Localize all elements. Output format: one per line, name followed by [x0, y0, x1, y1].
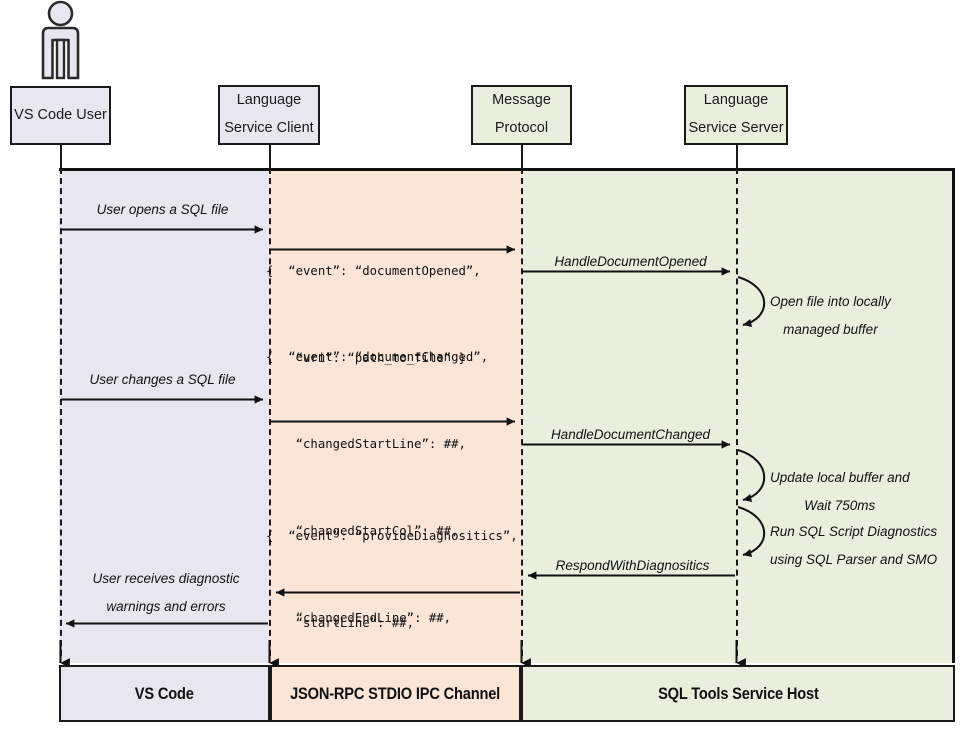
json-line: “startLine”: ##, — [266, 616, 415, 631]
vs-code-user-actor-icon — [41, 0, 80, 80]
participant-label-line2: Service Client — [224, 120, 314, 136]
message-label-line1: User receives diagnostic — [92, 571, 240, 586]
json-payload-document-changed: { “event”: “documentChanged”, “changedSt… — [266, 285, 518, 732]
lifeline-language-service-client — [269, 168, 271, 656]
message-label-respond-with-diagnositics: RespondWithDiagnositics — [555, 558, 710, 573]
json-payload-document-opened: { “event”: “documentOpened”, “uri”: “pat… — [266, 199, 481, 431]
participant-label-line1: Language — [236, 92, 302, 109]
participant-label-line1: VS Code User — [14, 106, 107, 123]
json-line: “changedStartLine”: ##, — [266, 437, 466, 452]
message-label-user-opens-sql-file: User opens a SQL file — [96, 202, 229, 217]
message-label-user-receives-diagnostics: User receives diagnostic warnings and er… — [66, 565, 266, 620]
lifeline-stub-language-service-client — [269, 145, 271, 169]
json-line: { “event”: “documentOpened”, — [266, 264, 481, 279]
participant-box-vs-code-user[interactable]: VS Code User — [10, 86, 111, 145]
self-note-line1: Open file into locally — [770, 294, 891, 309]
band-host — [521, 168, 955, 663]
json-line: { “event”: “provideDiagnositics”, — [266, 529, 518, 544]
band-vscode — [59, 168, 270, 663]
self-note-open-file: Open file into locally managed buffer — [770, 288, 891, 345]
footer-label: VS Code — [135, 683, 194, 703]
json-line: { “event”: “documentChanged”, — [266, 350, 489, 365]
participant-label-line2: Service Server — [688, 120, 784, 136]
message-label-handle-document-changed: HandleDocumentChanged — [550, 427, 711, 442]
lifeline-stub-message-protocol — [521, 145, 523, 169]
participant-label-line2: Protocol — [494, 120, 549, 136]
participant-label-line1: Language — [703, 92, 769, 109]
footer-label: SQL Tools Service Host — [657, 683, 819, 703]
footer-label: JSON-RPC STDIO IPC Channel — [290, 683, 501, 703]
footer-box-sql-tools-service-host[interactable]: SQL Tools Service Host — [521, 665, 955, 722]
self-note-line1: Update local buffer and — [770, 470, 910, 485]
json-line: “changedStartCol”: ##, — [266, 524, 459, 539]
json-line: “changedEndLine”: ##, — [266, 611, 452, 626]
lifeline-stub-vs-code-user — [60, 145, 62, 169]
self-note-line2: Wait 750ms — [804, 498, 876, 514]
lifeline-message-protocol — [521, 168, 523, 656]
message-label-user-changes-sql-file: User changes a SQL file — [89, 372, 236, 387]
participant-box-language-service-server[interactable]: Language Service Server — [684, 85, 788, 145]
participant-box-language-service-client[interactable]: Language Service Client — [218, 85, 320, 145]
self-note-line1: Run SQL Script Diagnostics — [770, 524, 938, 539]
footer-box-json-rpc-stdio-ipc-channel[interactable]: JSON-RPC STDIO IPC Channel — [270, 665, 521, 722]
self-note-update-buffer: Update local buffer and Wait 750ms — [770, 464, 910, 521]
message-label-handle-document-opened: HandleDocumentOpened — [554, 254, 707, 269]
lifeline-language-service-server — [736, 168, 738, 656]
participant-box-message-protocol[interactable]: Message Protocol — [471, 85, 572, 145]
footer-box-vs-code[interactable]: VS Code — [59, 665, 270, 722]
lifeline-stub-language-service-server — [736, 145, 738, 169]
band-ipc — [270, 168, 521, 663]
participant-label-line1: Message — [492, 92, 551, 109]
json-line: “uri”: “path_to_file” } — [266, 351, 466, 366]
self-note-line2: using SQL Parser and SMO — [770, 552, 938, 568]
self-note-line2: managed buffer — [783, 322, 878, 338]
lifeline-vs-code-user — [60, 168, 62, 656]
message-label-line2: warnings and errors — [106, 598, 226, 614]
self-note-run-diagnostics: Run SQL Script Diagnostics using SQL Par… — [770, 518, 937, 575]
